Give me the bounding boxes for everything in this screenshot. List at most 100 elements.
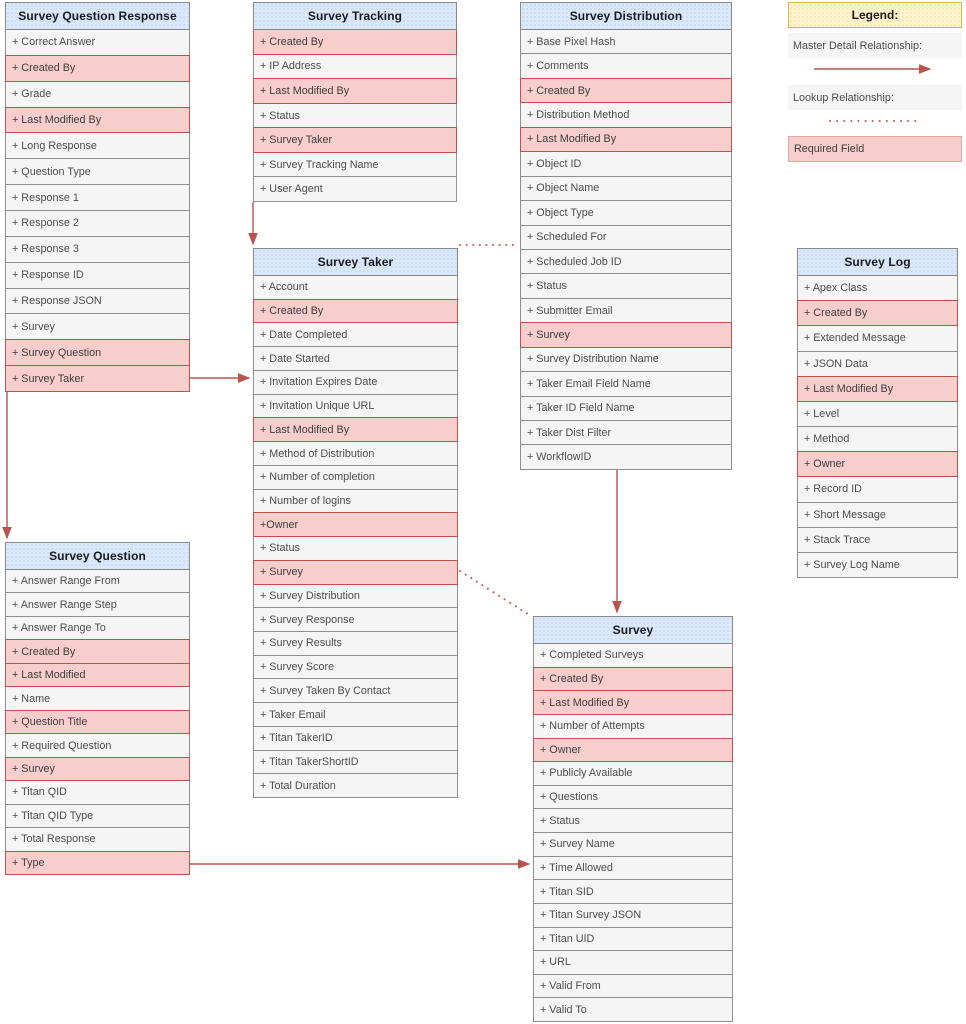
entity-field-row: + Last Modified By: [797, 375, 958, 402]
entity-field-row: + Question Title: [5, 709, 190, 735]
entity-field-row: + JSON Data: [797, 350, 958, 377]
entity-field-list: + Account+ Created By+ Date Completed+ D…: [253, 275, 458, 799]
entity-survey-log: Survey Log + Apex Class+ Created By+ Ext…: [797, 248, 958, 579]
entity-field-row: + Survey: [5, 313, 190, 341]
entity-field-row: + Created By: [520, 77, 732, 104]
entity-field-row: + Survey: [5, 756, 190, 782]
entity-field-list: + Created By+ IP Address+ Last Modified …: [253, 29, 457, 203]
entity-field-row: + Status: [533, 808, 733, 833]
entity-survey-tracking: Survey Tracking + Created By+ IP Address…: [253, 2, 457, 203]
entity-field-row: + Survey Results: [253, 631, 458, 656]
entity-field-row: + Distribution Method: [520, 102, 732, 128]
entity-field-row: + URL: [533, 950, 733, 975]
entity-field-row: + Answer Range To: [5, 615, 190, 641]
entity-field-row: + Status: [253, 102, 457, 129]
entity-field-row: + Invitation Unique URL: [253, 393, 458, 419]
entity-field-row: + Taker Dist Filter: [520, 420, 732, 446]
legend-title: Legend:: [788, 2, 962, 28]
entity-field-row: + Date Completed: [253, 322, 458, 348]
entity-field-row: + Method: [797, 426, 958, 453]
entity-field-row: + Questions: [533, 784, 733, 810]
entity-field-row: + Last Modified By: [253, 417, 458, 443]
entity-field-row: + Titan QID Type: [5, 803, 190, 829]
entity-title: Survey: [533, 616, 733, 644]
entity-field-row: + Last Modified: [5, 662, 190, 688]
entity-field-row: + Response ID: [5, 261, 190, 289]
entity-field-row: + Valid From: [533, 973, 733, 999]
entity-field-row: + Created By: [797, 300, 958, 327]
entity-field-row: + Total Duration: [253, 773, 458, 799]
entity-field-row: + Titan UID: [533, 926, 733, 952]
entity-field-row: + User Agent: [253, 176, 457, 203]
entity-field-row: + Scheduled Job ID: [520, 248, 732, 275]
entity-field-list: + Base Pixel Hash+ Comments+ Created By+…: [520, 29, 732, 470]
legend-master-detail-label: Master Detail Relationship:: [788, 33, 962, 58]
entity-survey: Survey + Completed Surveys+ Created By+ …: [533, 616, 733, 1022]
entity-field-row: + Account: [253, 275, 458, 300]
entity-field-row: + Extended Message: [797, 325, 958, 352]
entity-field-list: + Completed Surveys+ Created By+ Last Mo…: [533, 643, 733, 1022]
entity-field-row: + Stack Trace: [797, 526, 958, 553]
entity-field-row: + IP Address: [253, 53, 457, 80]
entity-field-row: + Response 3: [5, 235, 190, 263]
entity-field-row: + Method of Distribution: [253, 441, 458, 466]
entity-survey-taker: Survey Taker + Account+ Created By+ Date…: [253, 248, 458, 799]
entity-field-row: + Response 2: [5, 210, 190, 237]
entity-field-row: + Survey Log Name: [797, 551, 958, 579]
entity-field-row: + Taker Email Field Name: [520, 371, 732, 397]
entity-field-row: + Number of logins: [253, 488, 458, 514]
entity-field-row: + Apex Class: [797, 275, 958, 302]
entity-title: Survey Question: [5, 542, 190, 570]
entity-field-row: + Last Modified By: [520, 126, 732, 153]
entity-field-row: + Survey Distribution: [253, 583, 458, 609]
entity-field-row: + Created By: [5, 639, 190, 664]
master-detail-arrow-sample: [788, 58, 962, 80]
entity-field-row: + Answer Range From: [5, 569, 190, 594]
entity-field-row: + Survey Name: [533, 832, 733, 857]
entity-title: Survey Tracking: [253, 2, 457, 30]
entity-field-row: + Last Modified By: [253, 78, 457, 104]
entity-field-row: + Correct Answer: [5, 29, 190, 56]
entity-field-row: + Created By: [533, 666, 733, 692]
entity-field-row: + Comments: [520, 53, 732, 79]
entity-field-row: + Response 1: [5, 184, 190, 212]
entity-field-list: + Apex Class+ Created By+ Extended Messa…: [797, 275, 958, 579]
entity-field-row: + Last Modified By: [5, 106, 190, 134]
entity-field-row: + Last Modified By: [533, 690, 733, 715]
lookup-dotted-sample: [788, 110, 962, 132]
entity-field-row: + Submitter Email: [520, 297, 732, 324]
entity-field-row: + Response JSON: [5, 287, 190, 315]
entity-field-row: + Titan TakerShortID: [253, 749, 458, 775]
entity-title: Survey Taker: [253, 248, 458, 276]
entity-field-row: + Short Message: [797, 501, 958, 528]
entity-field-row: + Survey Taker: [5, 365, 190, 393]
entity-field-row: + Type: [5, 850, 190, 876]
entity-field-row: + Number of Attempts: [533, 713, 733, 739]
entity-field-row: + Long Response: [5, 132, 190, 160]
entity-field-row: + Survey Taker: [253, 127, 457, 153]
entity-field-row: + Publicly Available: [533, 761, 733, 786]
entity-field-row: + Question Type: [5, 158, 190, 186]
entity-field-row: + Valid To: [533, 997, 733, 1022]
entity-field-row: + Record ID: [797, 476, 958, 503]
entity-field-row: + Grade: [5, 80, 190, 108]
entity-title: Survey Distribution: [520, 2, 732, 30]
entity-field-row: + Survey Question: [5, 339, 190, 367]
entity-field-row: + Owner: [797, 451, 958, 478]
entity-field-row: + Status: [520, 273, 732, 299]
entity-field-row: + Answer Range Step: [5, 592, 190, 617]
entity-field-row: + Object Name: [520, 175, 732, 202]
entity-field-row: + Level: [797, 400, 958, 428]
entity-field-row: + Completed Surveys: [533, 643, 733, 668]
entity-field-row: + Scheduled For: [520, 224, 732, 250]
entity-field-row: + Survey: [520, 322, 732, 348]
entity-survey-distribution: Survey Distribution + Base Pixel Hash+ C…: [520, 2, 732, 470]
entity-field-row: + WorkflowID: [520, 444, 732, 470]
entity-field-row: + Base Pixel Hash: [520, 29, 732, 55]
entity-field-row: + Object ID: [520, 151, 732, 177]
entity-field-row: + Titan QID: [5, 780, 190, 805]
entity-field-row: + Owner: [533, 737, 733, 763]
entity-field-row: + Invitation Expires Date: [253, 369, 458, 395]
legend-required-field: Required Field: [788, 136, 962, 162]
entity-field-row: + Survey Tracking Name: [253, 151, 457, 178]
